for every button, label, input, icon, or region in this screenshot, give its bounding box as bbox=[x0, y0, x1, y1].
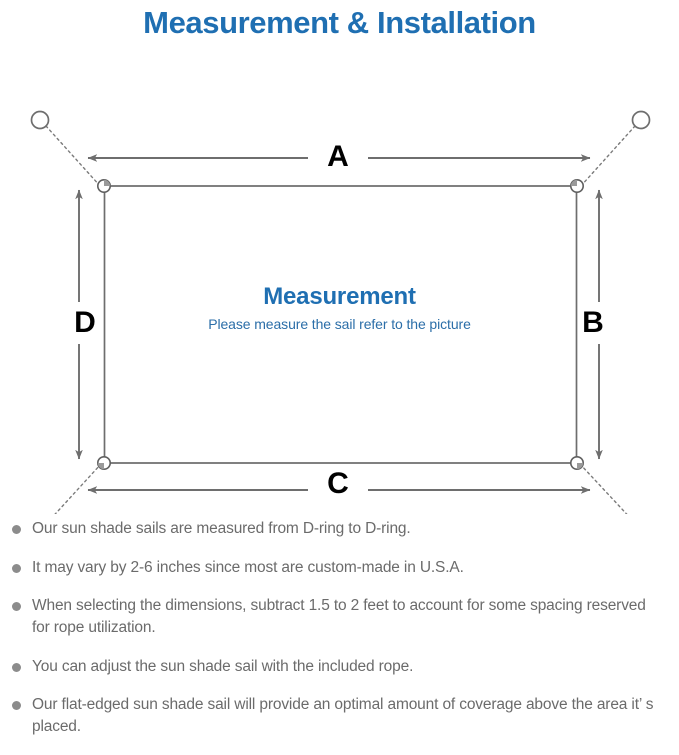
sail-rectangle bbox=[103, 185, 578, 464]
bullet-icon bbox=[12, 701, 21, 711]
page-title: Measurement & Installation bbox=[143, 5, 536, 40]
note-text: Our sun shade sails are measured from D-… bbox=[32, 520, 411, 537]
list-item: You can adjust the sun shade sail with t… bbox=[12, 656, 665, 678]
note-text: Our flat-edged sun shade sail will provi… bbox=[32, 696, 654, 736]
bullet-icon bbox=[12, 602, 21, 612]
list-item: When selecting the dimensions, subtract … bbox=[12, 595, 665, 638]
rope-bottom-left bbox=[54, 463, 102, 514]
list-item: Our flat-edged sun shade sail will provi… bbox=[12, 694, 665, 737]
rope-top-right bbox=[579, 125, 636, 188]
rope-top-left bbox=[45, 125, 102, 188]
bullet-icon bbox=[12, 563, 21, 573]
note-text: When selecting the dimensions, subtract … bbox=[32, 597, 646, 637]
bullet-icon bbox=[12, 662, 21, 672]
sail-measurement-diagram: Measurement Please measure the sail refe… bbox=[0, 44, 679, 514]
dimension-arrows bbox=[75, 154, 603, 494]
list-item: It may vary by 2-6 inches since most are… bbox=[12, 557, 665, 579]
anchor-points bbox=[30, 110, 651, 130]
page-header: Measurement & Installation bbox=[0, 0, 679, 44]
note-text: You can adjust the sun shade sail with t… bbox=[32, 657, 414, 675]
rope-bottom-right bbox=[579, 463, 628, 514]
d-ring-shading bbox=[97, 179, 584, 470]
list-item: Our sun shade sails are measured from D-… bbox=[12, 518, 665, 540]
diagram-canvas bbox=[30, 110, 651, 514]
anchor-point-top-left bbox=[30, 110, 50, 130]
rope-lines bbox=[45, 125, 636, 514]
bullet-icon bbox=[12, 525, 21, 534]
notes-list: Our sun shade sails are measured from D-… bbox=[0, 518, 679, 755]
note-text: It may vary by 2-6 inches since most are… bbox=[32, 558, 464, 576]
anchor-point-top-right bbox=[631, 110, 651, 130]
